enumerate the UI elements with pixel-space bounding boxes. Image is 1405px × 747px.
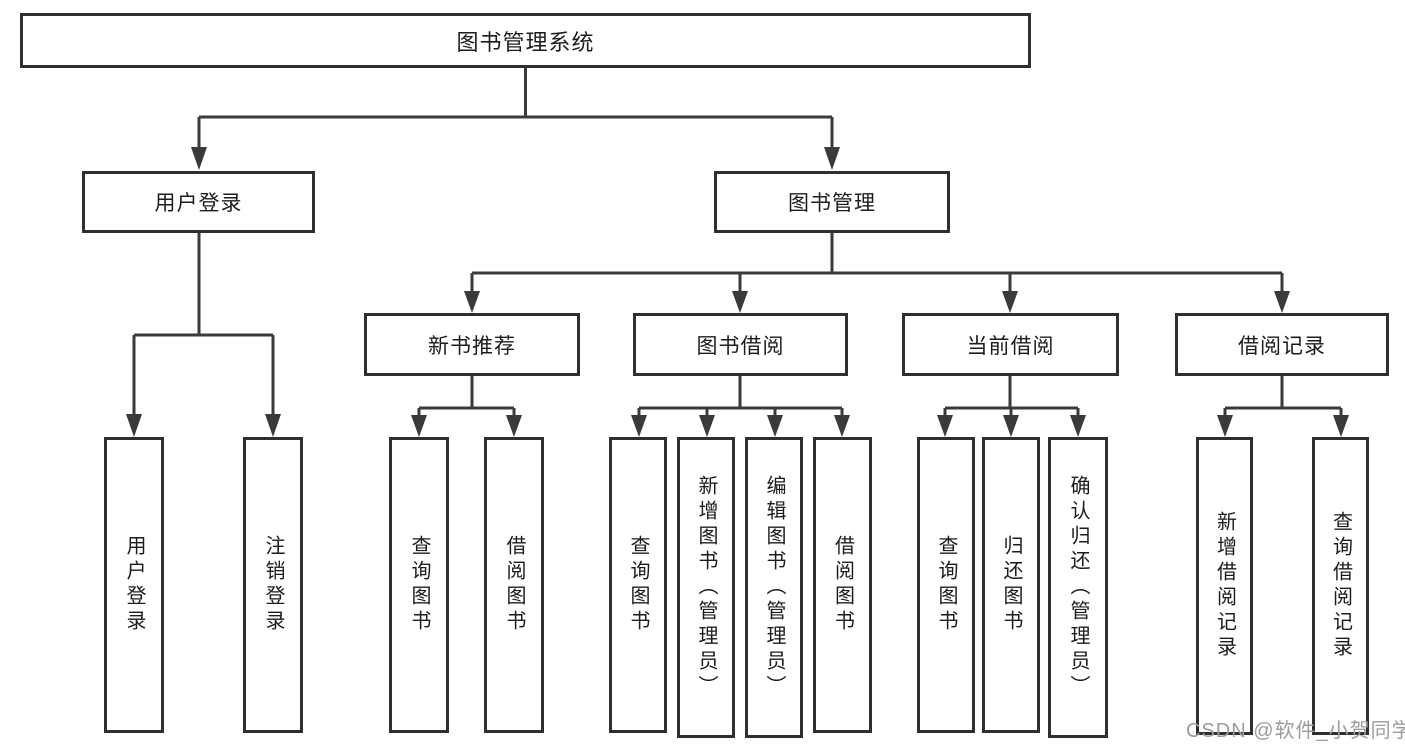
node-user-login-label: 用户登录 [154,192,243,215]
connector-user-login-children [126,233,281,437]
node-new-book-recommend: 新书推荐 [364,313,580,376]
node-leaf-br-add-record-label: 新增借阅记录 [1213,511,1236,661]
node-leaf-user-login-label: 用户登录 [123,535,145,635]
node-leaf-bb-add-book: 新增图书（管理员） [677,437,735,738]
node-current-borrow-label: 当前借阅 [966,334,1055,358]
connector-book-borrow-children [631,376,850,437]
node-leaf-cb-return-book-label: 归还图书 [1000,535,1022,635]
node-leaf-rec-borrow-book: 借阅图书 [484,437,544,733]
connector-new-book-rec-children [411,376,522,437]
node-leaf-cb-confirm-return: 确认归还（管理员） [1048,437,1108,738]
node-current-borrow: 当前借阅 [902,313,1119,376]
node-leaf-br-query-record: 查询借阅记录 [1312,437,1369,735]
node-leaf-bb-borrow-book-label: 借阅图书 [831,535,854,635]
watermark: CSDN @软件_小贺同学 [1186,720,1405,742]
node-root: 图书管理系统 [20,13,1031,68]
node-leaf-rec-borrow-book-label: 借阅图书 [503,535,525,635]
connector-current-borrow-children [937,376,1086,437]
connector-root-to-level2 [191,68,840,170]
connector-borrow-records-children [1217,376,1349,437]
node-leaf-rec-query-book-label: 查询图书 [408,535,430,635]
node-leaf-rec-query-book: 查询图书 [389,437,449,733]
node-leaf-bb-query-book-label: 查询图书 [627,535,649,635]
node-borrow-records: 借阅记录 [1175,313,1389,376]
node-book-management-label: 图书管理 [788,192,876,215]
node-leaf-bb-add-book-label: 新增图书（管理员） [695,475,717,700]
node-root-label: 图书管理系统 [456,29,595,55]
node-leaf-br-add-record: 新增借阅记录 [1196,437,1253,735]
node-borrow-records-label: 借阅记录 [1238,334,1326,358]
node-leaf-bb-edit-book: 编辑图书（管理员） [745,437,803,738]
node-new-book-recommend-label: 新书推荐 [428,334,516,358]
node-leaf-br-query-record-label: 查询借阅记录 [1329,511,1352,661]
node-leaf-bb-borrow-book: 借阅图书 [813,437,872,733]
node-book-borrow: 图书借阅 [633,313,848,376]
node-leaf-cb-confirm-return-label: 确认归还（管理员） [1067,475,1089,700]
node-leaf-user-login: 用户登录 [104,437,164,733]
node-book-management: 图书管理 [714,171,950,233]
connector-book-mgmt-children [464,233,1290,313]
node-leaf-cb-query-book-label: 查询图书 [935,535,957,635]
node-leaf-bb-edit-book-label: 编辑图书（管理员） [763,475,785,700]
node-leaf-logout: 注销登录 [243,437,303,733]
node-user-login: 用户登录 [82,171,315,233]
node-leaf-logout-label: 注销登录 [262,535,284,635]
node-book-borrow-label: 图书借阅 [696,334,785,358]
node-leaf-cb-query-book: 查询图书 [917,437,975,733]
node-leaf-bb-query-book: 查询图书 [609,437,667,733]
node-leaf-cb-return-book: 归还图书 [982,437,1040,733]
